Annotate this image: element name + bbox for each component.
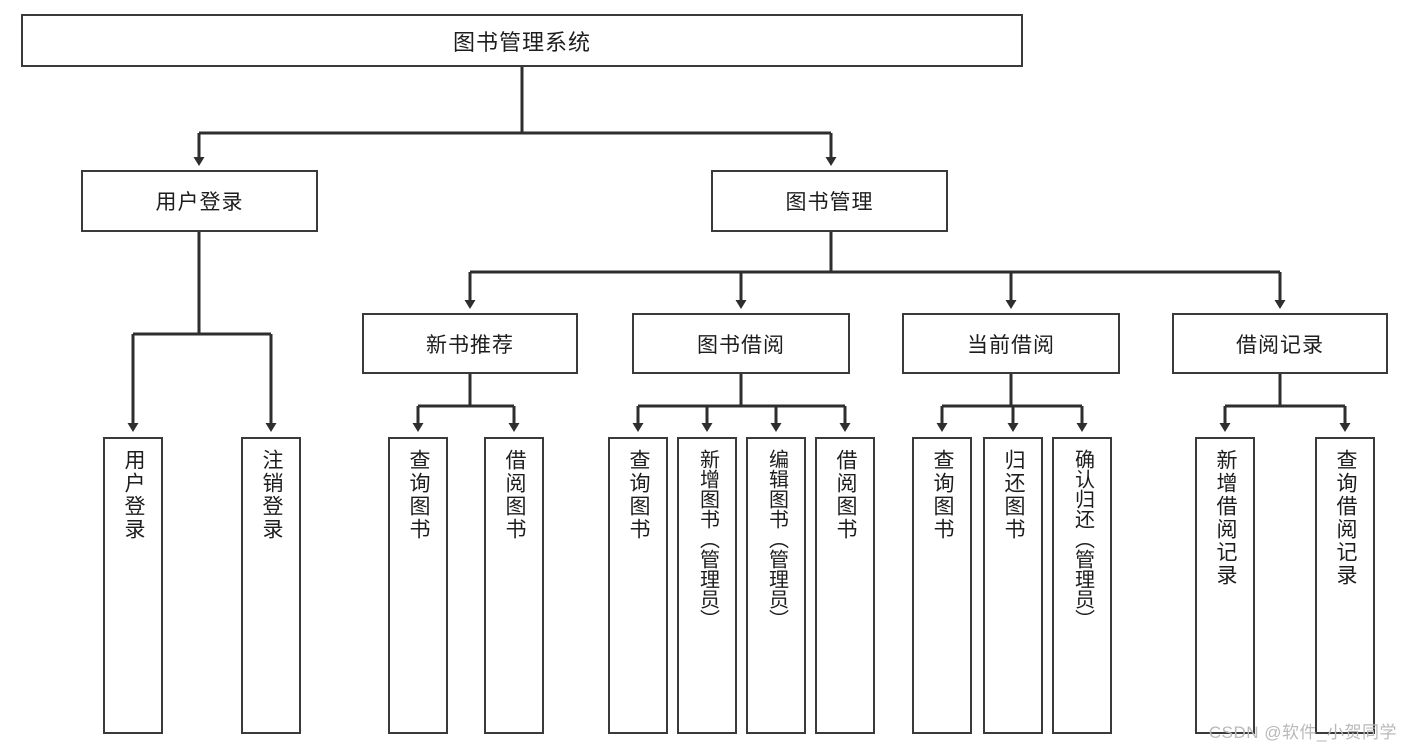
node-user-login[interactable]: 用户登录 (81, 170, 318, 232)
node-label: 图书管理 (785, 191, 874, 214)
node-label: 查询图书 (407, 449, 431, 541)
node-label: 图书借阅 (697, 333, 785, 357)
node-label: 用户登录 (155, 191, 244, 214)
leaf-book-borrowing-query-book[interactable]: 查询图书 (608, 437, 668, 734)
node-label: 新增借阅记录 (1214, 449, 1238, 587)
node-new-book-recommendation[interactable]: 新书推荐 (362, 313, 578, 374)
node-book-management[interactable]: 图书管理 (711, 170, 948, 232)
node-label: 注销登录 (260, 449, 284, 541)
node-label: 查询借阅记录 (1334, 449, 1358, 587)
leaf-book-borrowing-edit-book-admin[interactable]: 编辑图书（管理员） (746, 437, 806, 734)
node-label: 借阅图书 (834, 449, 858, 541)
node-label: 查询图书 (627, 449, 651, 541)
node-label: 查询图书 (931, 449, 955, 541)
leaf-user-login-logout[interactable]: 注销登录 (241, 437, 301, 734)
leaf-current-borrowing-return-book[interactable]: 归还图书 (983, 437, 1043, 734)
node-label: 确认归还（管理员） (1071, 449, 1094, 629)
node-label: 编辑图书（管理员） (765, 449, 788, 629)
leaf-borrow-records-query-record[interactable]: 查询借阅记录 (1315, 437, 1375, 734)
node-borrow-records[interactable]: 借阅记录 (1172, 313, 1388, 374)
node-label: 借阅图书 (503, 449, 527, 541)
node-label: 用户登录 (122, 449, 146, 541)
node-label: 借阅记录 (1236, 333, 1324, 357)
leaf-new-books-query-book[interactable]: 查询图书 (388, 437, 448, 734)
leaf-current-borrowing-confirm-return-admin[interactable]: 确认归还（管理员） (1052, 437, 1112, 734)
node-book-borrowing[interactable]: 图书借阅 (632, 313, 850, 374)
node-label: 归还图书 (1002, 449, 1026, 541)
node-current-borrowing[interactable]: 当前借阅 (902, 313, 1120, 374)
leaf-new-books-borrow-book[interactable]: 借阅图书 (484, 437, 544, 734)
node-label: 新增图书（管理员） (696, 449, 719, 629)
leaf-book-borrowing-add-book-admin[interactable]: 新增图书（管理员） (677, 437, 737, 734)
leaf-current-borrowing-query-book[interactable]: 查询图书 (912, 437, 972, 734)
node-root-library-management-system[interactable]: 图书管理系统 (21, 14, 1023, 67)
node-label: 新书推荐 (426, 333, 514, 357)
leaf-book-borrowing-borrow-book[interactable]: 借阅图书 (815, 437, 875, 734)
node-label: 图书管理系统 (452, 29, 591, 55)
node-label: 当前借阅 (967, 333, 1055, 357)
leaf-user-login-login[interactable]: 用户登录 (103, 437, 163, 734)
leaf-borrow-records-add-record[interactable]: 新增借阅记录 (1195, 437, 1255, 734)
